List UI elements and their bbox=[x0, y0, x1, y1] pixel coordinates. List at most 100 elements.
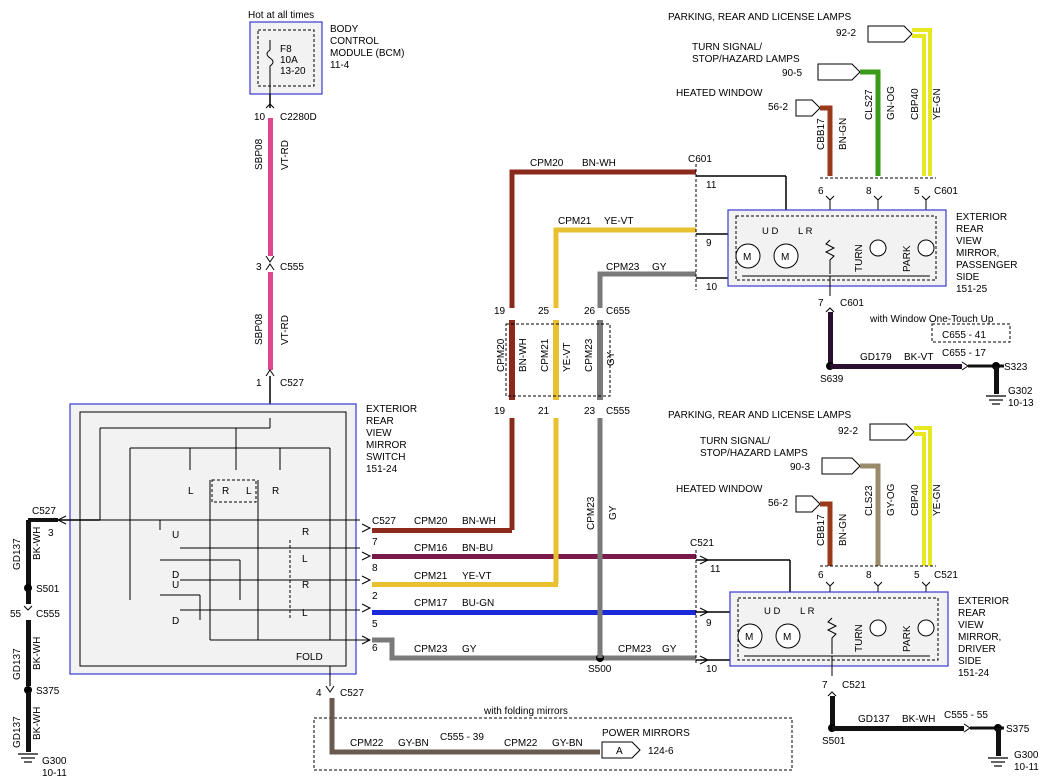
pass-c601-low: C601 bbox=[840, 298, 864, 309]
contact-l-4: L bbox=[302, 608, 308, 619]
pass-lr: L R bbox=[798, 226, 813, 237]
contact-u-2: U bbox=[172, 580, 179, 591]
switch-box bbox=[69, 403, 357, 675]
left-bkwh-1: BK-WH bbox=[32, 527, 43, 560]
drv-mirror-line-7: 151-24 bbox=[958, 668, 990, 679]
driver-mirror: PARKING, REAR AND LICENSE LAMPS 92-2 TUR… bbox=[668, 410, 1039, 773]
pass-one-touch: with Window One-Touch Up bbox=[869, 314, 994, 325]
pass-motor-ud-icon bbox=[735, 243, 761, 269]
pass-heated-connector-icon bbox=[795, 99, 821, 117]
left-s501: S501 bbox=[36, 584, 60, 595]
out-pin-6: 6 bbox=[372, 643, 378, 654]
switch-contacts: L R L R U D U D R L R L bbox=[172, 486, 309, 627]
drv-motor-1: M bbox=[745, 632, 753, 643]
bcm-line-2: CONTROL bbox=[330, 36, 379, 47]
out-cpm21: CPM21 bbox=[414, 571, 448, 582]
c555-pin-21: 21 bbox=[538, 406, 550, 417]
pass-gd179: GD179 bbox=[860, 352, 892, 363]
left-gd137-2: GD137 bbox=[12, 648, 23, 680]
c655-pin-26: 26 bbox=[584, 306, 596, 317]
fold-cpm22-b: CPM22 bbox=[504, 738, 538, 749]
bk-wh-wire-top bbox=[26, 520, 31, 586]
out-cpm16: CPM16 bbox=[414, 543, 448, 554]
left-ground: C527 3 GD137 BK-WH S501 55 C555 GD137 BK… bbox=[10, 506, 100, 779]
fuse-amps: 10A bbox=[280, 55, 298, 66]
pass-cls27: CLS27 bbox=[864, 89, 875, 120]
out-pin-5: 5 bbox=[372, 619, 378, 630]
mid-cpm23: CPM23 bbox=[606, 262, 640, 273]
connector-arrow-icon bbox=[265, 263, 275, 271]
mid-gy: GY bbox=[652, 262, 667, 273]
fold-conn-a: A bbox=[616, 746, 623, 757]
drv-turn-line-1: TURN SIGNAL/ bbox=[700, 436, 770, 447]
c655-pin-19: 19 bbox=[494, 306, 506, 317]
drv-park-label: PARK bbox=[902, 625, 913, 652]
fold-gybn-b: GY-BN bbox=[552, 738, 583, 749]
bcm-inner-box bbox=[257, 29, 315, 87]
cpm23-wire-bottom bbox=[372, 637, 696, 661]
cpm16-wire bbox=[372, 554, 696, 559]
c2280d-label: C2280D bbox=[280, 112, 317, 123]
drv-turn-connector-icon bbox=[821, 457, 861, 475]
switch-output: C527 7 8 2 5 6 CPM20 BN-WH CPM16 BN-BU C… bbox=[361, 516, 791, 675]
cpm17-wire bbox=[372, 610, 696, 615]
mid-yevt: YE-VT bbox=[604, 216, 633, 227]
fold-title: with folding mirrors bbox=[483, 706, 568, 717]
contact-r-3: R bbox=[302, 527, 309, 538]
pass-pin-8: 8 bbox=[866, 186, 872, 197]
pass-s639: S639 bbox=[820, 374, 844, 385]
pass-heated: HEATED WINDOW bbox=[676, 88, 763, 99]
pass-turn-connector-icon bbox=[817, 63, 861, 81]
drv-heated-connector-icon bbox=[795, 495, 821, 513]
pass-g302-page: 10-13 bbox=[1008, 398, 1034, 409]
ground-g300-icon bbox=[18, 753, 38, 763]
out-c521-pin-10: 10 bbox=[706, 664, 718, 675]
sbp08-wire: 10 C2280D SBP08 VT-RD 3 C555 SBP08 VT-RD… bbox=[254, 94, 317, 418]
drv-yegn: YE-GN bbox=[932, 484, 943, 516]
fold-connector-icon bbox=[601, 741, 641, 759]
left-bkwh-3: BK-WH bbox=[32, 707, 43, 740]
left-g300: G300 bbox=[42, 756, 67, 767]
drv-turn-label: TURN bbox=[854, 624, 865, 652]
pass-gnog: GN-OG bbox=[886, 86, 897, 120]
mid-cpm20: CPM20 bbox=[530, 158, 564, 169]
c555-pin-23: 23 bbox=[584, 406, 596, 417]
mid-vert-cpm21: CPM21 bbox=[540, 338, 551, 372]
pass-c601: C601 bbox=[934, 186, 958, 197]
drv-park-connector-icon bbox=[869, 423, 915, 441]
drv-turn-bulb-icon bbox=[869, 619, 887, 637]
drv-lr: L R bbox=[800, 606, 815, 617]
drv-pin-6: 6 bbox=[818, 570, 824, 581]
drv-gyog: GY-OG bbox=[886, 483, 897, 516]
fuse-label: F8 bbox=[280, 44, 292, 55]
left-pin-3: 3 bbox=[48, 528, 54, 539]
out-cpm20: CPM20 bbox=[414, 516, 448, 527]
c555-pin-19: 19 bbox=[494, 406, 506, 417]
out-bnwh: BN-WH bbox=[462, 516, 496, 527]
pass-park-lamps: PARKING, REAR AND LICENSE LAMPS bbox=[668, 12, 852, 23]
contact-l-2: L bbox=[246, 486, 252, 497]
mid-vert-yevt: YE-VT bbox=[562, 343, 573, 372]
left-c555: C555 bbox=[36, 609, 60, 620]
mid-bnwh: BN-WH bbox=[582, 158, 616, 169]
pass-bngn: BN-GN bbox=[838, 118, 849, 150]
drv-motor-ud-icon bbox=[737, 623, 763, 649]
out-pin-7: 7 bbox=[372, 537, 378, 548]
drv-pin-8: 8 bbox=[866, 570, 872, 581]
passenger-mirror: PARKING, REAR AND LICENSE LAMPS 92-2 TUR… bbox=[668, 12, 1034, 409]
pass-pin-7: 7 bbox=[818, 298, 824, 309]
out-c521: C521 bbox=[690, 538, 714, 549]
drv-heater-icon bbox=[826, 617, 838, 654]
out-pin-2: 2 bbox=[372, 591, 378, 602]
pass-park-bulb-icon bbox=[917, 239, 935, 257]
left-g300-page: 10-11 bbox=[42, 768, 67, 779]
mid-cpm21: CPM21 bbox=[558, 216, 592, 227]
pass-mirror-line-5: PASSENGER bbox=[956, 260, 1018, 271]
pass-cbp40: CBP40 bbox=[910, 88, 921, 120]
drv-motor-lr-icon bbox=[775, 623, 801, 649]
contact-d-2: D bbox=[172, 616, 179, 627]
out-c521-pin-11: 11 bbox=[710, 564, 721, 575]
mid-cpm23-low: CPM23 bbox=[586, 496, 597, 530]
pass-yegn: YE-GN bbox=[932, 88, 943, 120]
